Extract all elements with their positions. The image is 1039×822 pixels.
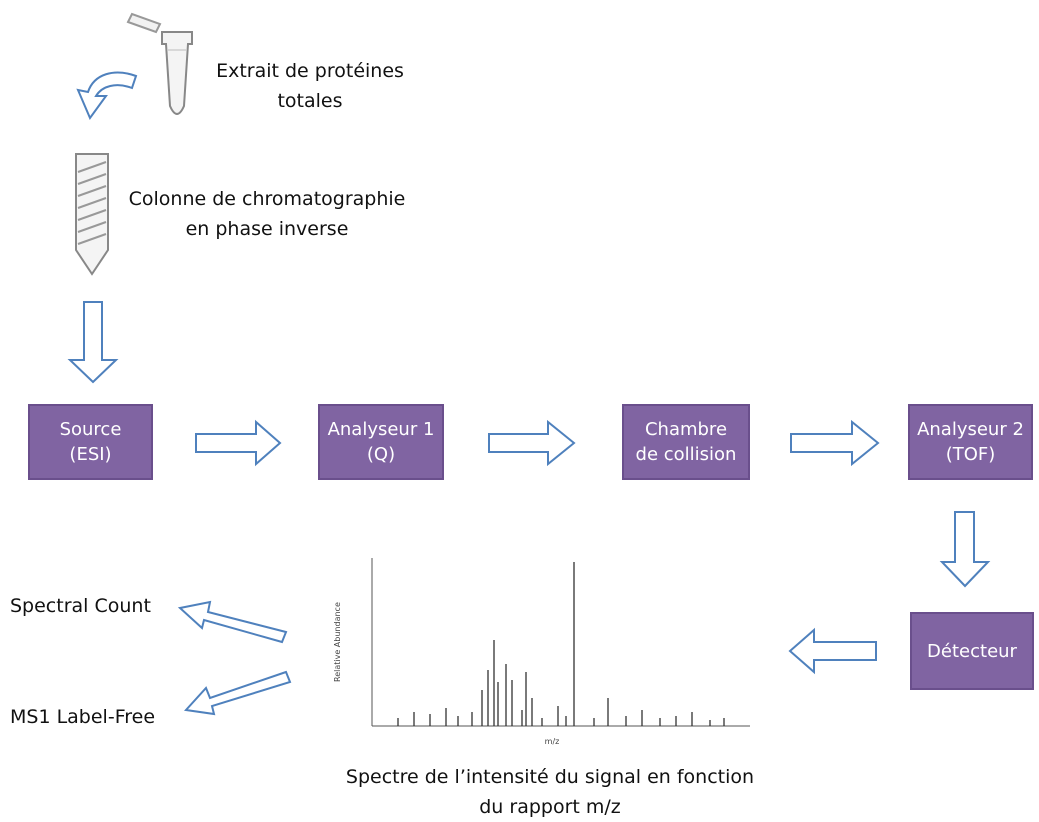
spectrum-caption-line2: du rapport m/z	[479, 796, 621, 818]
arrow-column-to-source	[67, 301, 119, 384]
column-line1: Colonne de chromatographie	[128, 188, 406, 210]
arrow-source-to-analyzer1	[195, 419, 282, 467]
spectrum-peaks	[397, 562, 725, 726]
extract-line2: totales	[277, 90, 343, 112]
spectral-count-label: Spectral Count	[10, 595, 151, 617]
microtube-icon	[126, 12, 193, 115]
spectrum-caption: Spectre de l’intensité du signal en fonc…	[300, 762, 800, 822]
analyzer1-line1: Analyseur 1	[327, 419, 435, 440]
analyzer2-line1: Analyseur 2	[917, 419, 1024, 440]
mass-spectrum-plot: Relative Abundance m/z	[333, 558, 750, 746]
arrow-collision-to-analyzer2	[790, 419, 880, 467]
arrow-spectrum-to-ms1	[183, 670, 292, 716]
detector-label: Détecteur	[927, 640, 1017, 662]
arrow-detector-to-spectrum	[788, 627, 877, 675]
arrow-analyzer2-to-detector	[939, 511, 991, 588]
ms1-label-free-label: MS1 Label-Free	[10, 706, 156, 728]
analyzer2-line2: (TOF)	[945, 444, 996, 465]
analyzer2-box: Analyseur 2 (TOF)	[908, 404, 1033, 480]
detector-box: Détecteur	[910, 612, 1034, 690]
extract-label: Extrait de protéines totales	[190, 56, 430, 116]
column-label: Colonne de chromatographie en phase inve…	[112, 184, 422, 244]
source-line1: Source	[59, 419, 122, 440]
collision-line1: Chambre	[644, 419, 728, 440]
source-line2: (ESI)	[69, 444, 112, 465]
spectrum-xlabel: m/z	[545, 737, 560, 746]
analyzer1-line2: (Q)	[366, 444, 396, 465]
spectrum-ylabel: Relative Abundance	[333, 602, 342, 682]
column-line2: en phase inverse	[185, 218, 349, 240]
source-box: Source (ESI)	[28, 404, 153, 480]
extract-line1: Extrait de protéines	[216, 60, 404, 82]
collision-box: Chambre de collision	[622, 404, 750, 480]
arrow-spectrum-to-spectral-count	[177, 600, 288, 644]
collision-line2: de collision	[635, 444, 737, 465]
curved-arrow-icon	[76, 71, 138, 121]
analyzer1-box: Analyseur 1 (Q)	[318, 404, 444, 480]
spectrum-caption-line1: Spectre de l’intensité du signal en fonc…	[345, 766, 755, 788]
chromatography-column-icon	[75, 153, 109, 276]
arrow-analyzer1-to-collision	[488, 419, 576, 467]
